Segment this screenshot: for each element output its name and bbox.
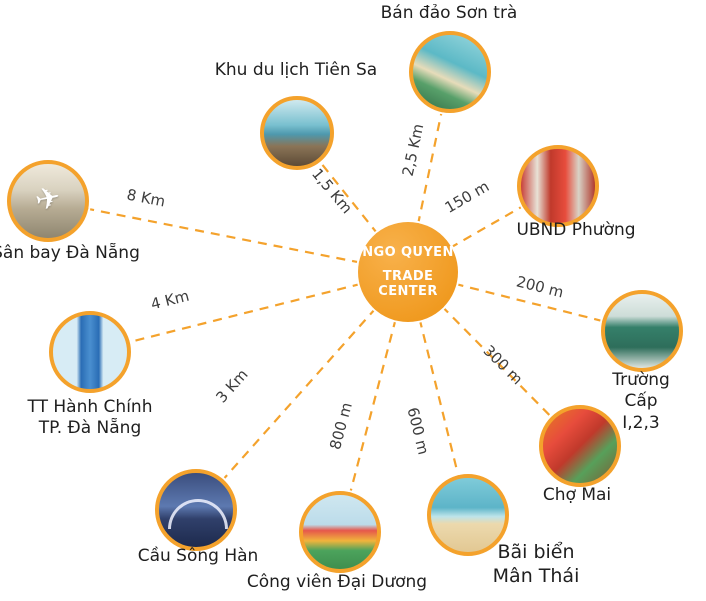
connector-line-cau-song-han: [195, 271, 409, 511]
label-tien-sa: Khu du lịch Tiên Sa: [214, 60, 378, 80]
mai-market-photo: [539, 405, 621, 487]
label-bai-bien: Bãi biển Mân Thái: [492, 541, 580, 587]
tien-sa-beach-photo: [260, 96, 334, 170]
label-ubnd-phuong: UBND Phường: [516, 220, 636, 240]
ward-peoples-committee-photo: [517, 145, 599, 227]
label-son-tra: Bán đảo Sơn trà: [380, 3, 518, 23]
center-title-line1: NGO QUYEN: [362, 245, 454, 260]
danang-airport-photo: ✈: [7, 160, 89, 242]
ocean-park-playground-photo: [299, 491, 381, 573]
school-classroom-photo: [601, 290, 683, 372]
connector-line-san-bay: [47, 199, 409, 274]
son-tra-peninsula-photo: [409, 31, 491, 113]
bridge-arch-shape: [168, 499, 228, 529]
label-tt-hanh-chinh: TT Hành Chính TP. Đà Nẵng: [27, 397, 153, 439]
center-node-ngo-quyen-trade-center: NGO QUYEN TRADE CENTER: [358, 222, 458, 322]
label-truong-cap: Trường Cấp I,2,3: [612, 370, 670, 433]
label-cho-mai: Chợ Mai: [542, 485, 612, 505]
man-thai-beach-photo: [427, 474, 509, 556]
center-title-line2: TRADE CENTER: [378, 269, 438, 299]
label-cong-vien: Công viên Đại Dương: [246, 572, 428, 592]
label-cau-song-han: Cầu Sông Hàn: [137, 546, 259, 566]
airplane-icon: ✈: [32, 179, 64, 219]
label-san-bay: Sân bay Đà Nẵng: [0, 243, 140, 263]
connector-line-tt-hanh-chinh: [89, 270, 409, 354]
connector-line-cong-vien: [338, 271, 410, 533]
han-river-bridge-photo: [155, 469, 237, 551]
admin-center-tower-photo: [49, 311, 131, 393]
